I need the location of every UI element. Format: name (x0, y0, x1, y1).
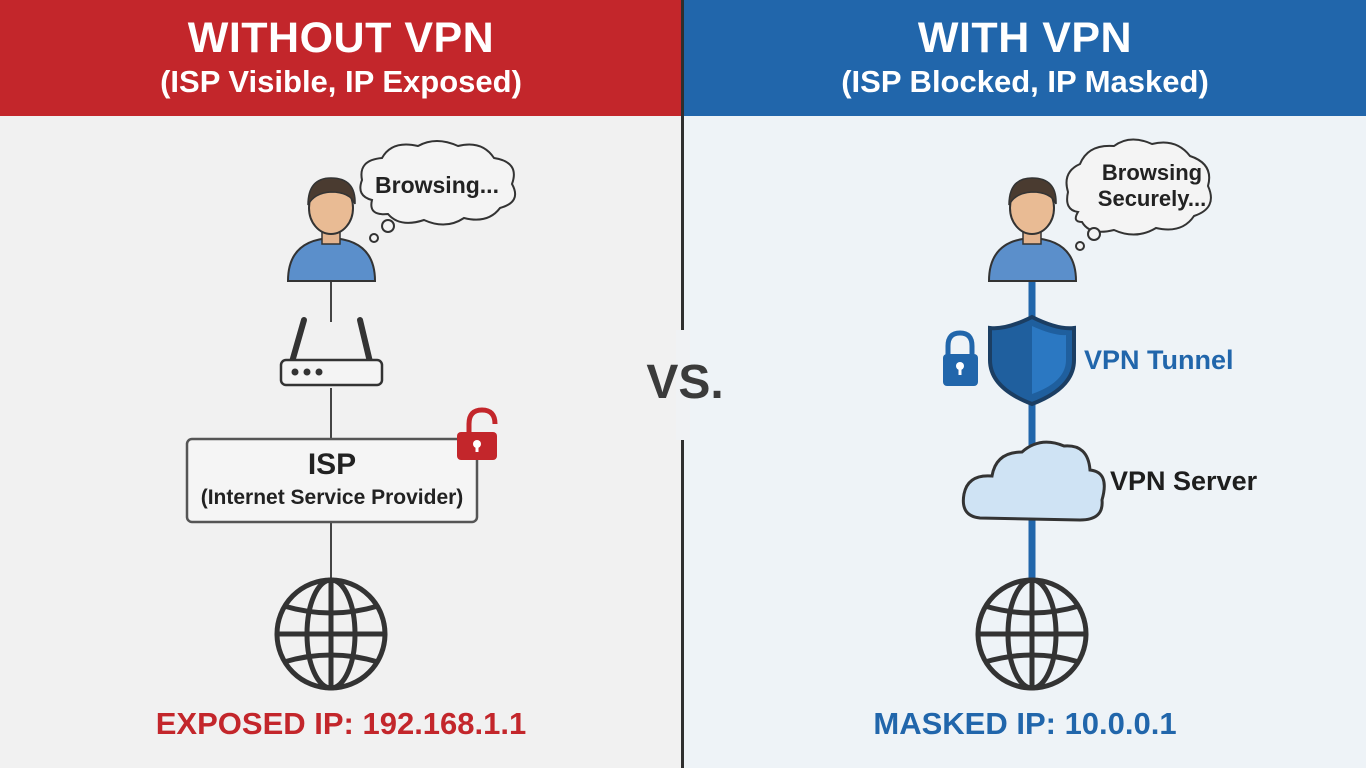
without-vpn-panel: WITHOUT VPN (ISP Visible, IP Exposed) (0, 0, 682, 768)
vpn-server-cloud-icon (961, 440, 1106, 522)
with-vpn-diagram (943, 138, 1212, 691)
thought-cloud-icon (359, 140, 516, 243)
without-vpn-diagram (185, 140, 516, 691)
thought-text: Browsing Securely... (1072, 160, 1232, 212)
isp-title: ISP (307, 448, 357, 481)
internet-globe-icon (975, 577, 1089, 691)
divider-gap (676, 330, 690, 440)
unlocked-padlock-icon (457, 407, 498, 460)
internet-globe-icon (274, 577, 388, 691)
vs-label: VS. (646, 356, 724, 409)
isp-subtitle: (Internet Service Provider) (200, 486, 464, 509)
with-vpn-title: WITH VPN (917, 14, 1133, 62)
with-vpn-banner: WITH VPN (ISP Blocked, IP Masked) (684, 0, 1366, 116)
vpn-tunnel-label: VPN Tunnel (1084, 345, 1234, 375)
vpn-server-label: VPN Server (1110, 466, 1258, 496)
with-vpn-subtitle: (ISP Blocked, IP Masked) (841, 64, 1209, 99)
isp-label: ISP (Internet Service Provider) (187, 448, 477, 510)
user-icon (286, 177, 377, 282)
without-vpn-subtitle: (ISP Visible, IP Exposed) (160, 64, 522, 99)
locked-padlock-icon (943, 330, 978, 386)
masked-ip-label: MASKED IP: 10.0.0.1 (873, 706, 1177, 741)
thought-text-line1: Browsing (1101, 160, 1203, 185)
exposed-ip-label: EXPOSED IP: 192.168.1.1 (155, 706, 527, 741)
without-vpn-banner: WITHOUT VPN (ISP Visible, IP Exposed) (0, 0, 682, 116)
isp-box (185, 437, 479, 524)
thought-cloud-icon (1065, 138, 1212, 251)
shield-icon (988, 314, 1076, 407)
user-icon (987, 177, 1078, 282)
thought-text: Browsing... (375, 172, 499, 198)
with-vpn-panel: WITH VPN (ISP Blocked, IP Masked) (684, 0, 1366, 768)
without-vpn-title: WITHOUT VPN (187, 14, 495, 62)
thought-text-line2: Securely... (1097, 186, 1207, 211)
router-icon (279, 317, 384, 387)
